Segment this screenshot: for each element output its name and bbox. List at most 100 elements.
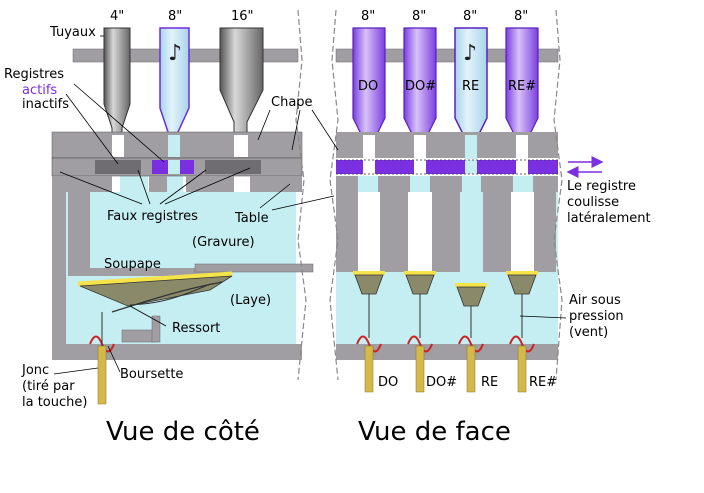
chape-hole-resharp: [516, 135, 528, 159]
label-air-3: (vent): [569, 325, 608, 340]
chape-hole-re: [465, 135, 477, 159]
table-front-1: [336, 176, 358, 192]
jonc-side: [97, 345, 107, 405]
channel-do: [358, 192, 380, 272]
chape-hole-dosharp: [414, 135, 426, 159]
label-inactifs: inactifs: [22, 97, 69, 112]
bar-5: [534, 192, 556, 272]
title-side-view: Vue de côté: [106, 417, 260, 447]
pallet-re: [456, 286, 486, 307]
ressort-block: [121, 329, 157, 343]
ressort-arm: [129, 283, 211, 306]
front-pipe-size-4: 8": [514, 9, 528, 24]
label-tuyaux: Tuyaux: [49, 25, 96, 40]
label-chape: Chape: [271, 95, 313, 110]
label-gravure: (Gravure): [192, 235, 255, 250]
label-table: Table: [234, 211, 269, 226]
boursette-dosharp: [407, 335, 433, 353]
chape-hole-16: [234, 135, 248, 157]
leader-lines: [53, 35, 567, 375]
boursette-re: [458, 335, 484, 353]
pipe-size-4: 4": [110, 9, 124, 24]
music-note-icon-front: ♪: [463, 41, 477, 66]
bar-1: [336, 192, 358, 272]
laye-divider: [68, 268, 228, 276]
chape-hole-do: [363, 135, 375, 159]
chape-hole-8: [168, 135, 180, 157]
bar-2: [380, 192, 408, 272]
side-view: ♪: [51, 9, 314, 405]
cut-edge-front-right: [553, 9, 563, 381]
table-front-2: [378, 176, 410, 192]
slider-hole-do: [363, 160, 375, 174]
pipe-note-resharp: RE#: [508, 79, 536, 94]
boursette-resharp: [509, 335, 535, 353]
chape-hole-4: [112, 135, 124, 157]
label-coulisse-1: Le registre: [567, 179, 636, 194]
pallet-dosharp: [405, 274, 435, 295]
bar-3: [432, 192, 460, 272]
label-air-1: Air sous: [569, 293, 621, 308]
laye-bottom: [52, 344, 302, 360]
label-coulisse-3: latéralement: [567, 211, 651, 226]
pipe-note-do: DO: [358, 79, 378, 94]
cut-edge-front-left: [329, 9, 339, 381]
table-side-2: [149, 176, 167, 192]
label-actifs: actifs: [22, 83, 57, 98]
front-bottom: [336, 344, 558, 360]
soupape: [79, 275, 233, 307]
slider-hole-8: [168, 160, 180, 174]
pipe-note-re: RE: [462, 79, 479, 94]
jonc-resharp: [517, 345, 527, 393]
pipe-16-side: [219, 27, 264, 139]
pallet-guide: [194, 263, 314, 273]
channel-re: [460, 192, 483, 272]
laye-inner-post: [68, 192, 90, 272]
key-note-resharp: RE#: [529, 375, 557, 390]
laye-wall-left: [52, 192, 66, 344]
pallets-front: [353, 271, 538, 307]
label-boursette: Boursette: [120, 367, 183, 382]
jonc-re: [466, 345, 476, 393]
jonc-do: [364, 345, 374, 393]
pipe-size-8: 8": [168, 9, 182, 24]
labels: Tuyaux 4" 8" 16" 8" 8" 8" 8" DO DO# RE R…: [4, 9, 651, 447]
front-rack-board: [335, 48, 559, 63]
label-jonc-3: la touche): [22, 395, 87, 410]
front-pipe-size-3: 8": [463, 9, 477, 24]
jonc-dosharp: [415, 345, 425, 393]
gravure-channel-air: [120, 176, 148, 196]
bar-4: [483, 192, 511, 272]
key-note-do: DO: [378, 375, 398, 390]
label-jonc-1: Jonc: [21, 363, 49, 378]
label-soupape: Soupape: [104, 257, 161, 272]
table-side-3: [186, 176, 234, 192]
music-note-icon: ♪: [168, 41, 182, 66]
slider-hole-dosharp: [414, 160, 426, 174]
front-view: ♪: [329, 9, 604, 393]
slider-inactive-4: [95, 160, 141, 174]
slider-hole-re: [465, 160, 477, 174]
label-coulisse-2: coulisse: [567, 195, 619, 210]
label-jonc-2: (tiré par: [22, 379, 75, 394]
table-front-4: [481, 176, 513, 192]
cut-edge-side: [295, 9, 307, 381]
label-registres: Registres: [4, 67, 64, 82]
table-side-4: [250, 176, 302, 192]
channel-dosharp: [408, 192, 432, 272]
slider-active-front: [336, 160, 558, 174]
key-note-re: RE: [481, 375, 498, 390]
pallet-do: [354, 274, 384, 295]
slider-hole-resharp: [516, 160, 528, 174]
front-pipe-size-2: 8": [412, 9, 426, 24]
table-front-5: [533, 176, 558, 192]
label-laye: (Laye): [230, 293, 271, 308]
channel-resharp: [511, 192, 534, 272]
pallet-resharp: [507, 274, 537, 295]
soupape-seal: [77, 271, 233, 287]
label-air-2: pression: [569, 309, 624, 324]
label-ressort: Ressort: [172, 321, 220, 336]
key-note-dosharp: DO#: [426, 375, 457, 390]
label-faux-registres: Faux registres: [107, 209, 198, 224]
table-front-3: [430, 176, 462, 192]
